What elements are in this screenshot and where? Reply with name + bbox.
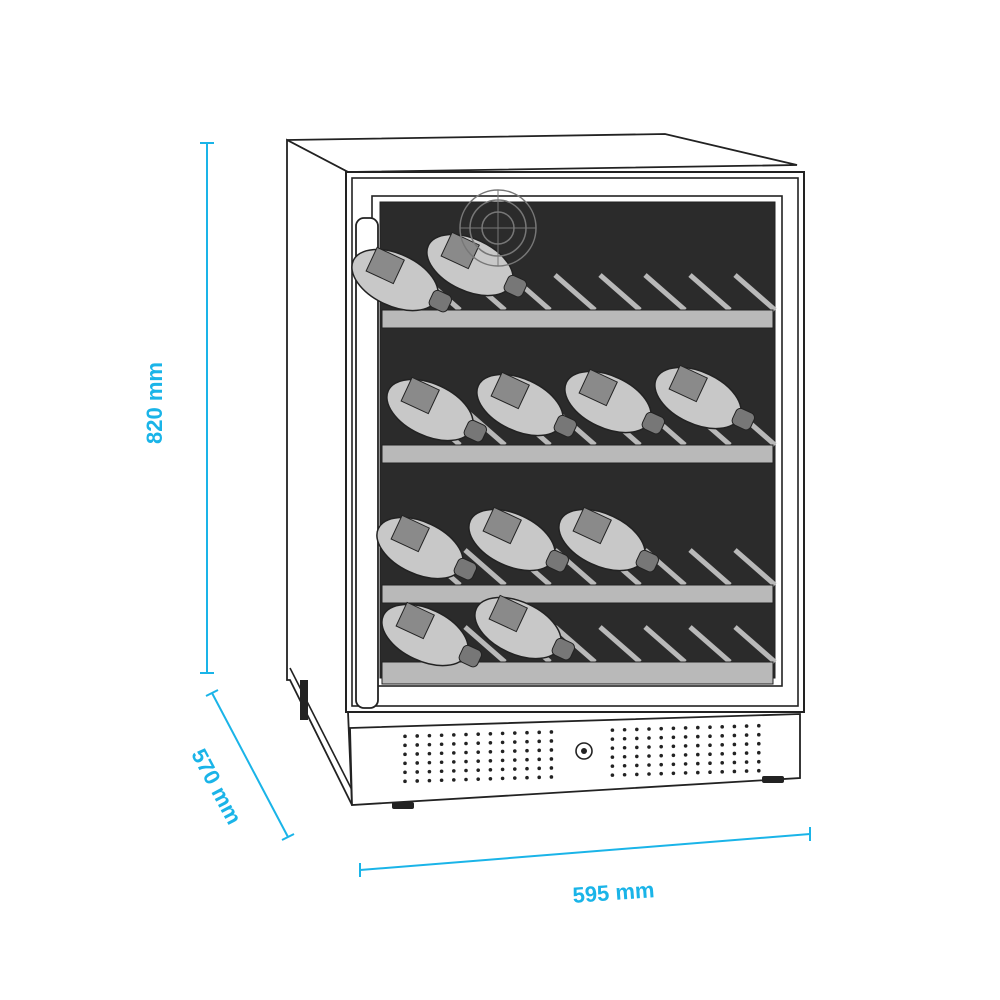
height-dimension: 820 mm bbox=[142, 142, 214, 674]
wine-bottle bbox=[468, 506, 570, 573]
front-foot-right bbox=[762, 776, 784, 783]
wine-bottle bbox=[426, 231, 528, 298]
depth-label: 570 mm bbox=[186, 744, 247, 828]
wine-bottle bbox=[654, 364, 756, 431]
depth-dimension: 570 mm bbox=[186, 689, 295, 841]
wine-bottle bbox=[564, 368, 666, 435]
door-handle[interactable] bbox=[355, 217, 379, 709]
wine-bottle bbox=[476, 371, 578, 438]
wine-bottle bbox=[381, 601, 483, 668]
rear-foot bbox=[300, 680, 308, 720]
wine-bottle bbox=[376, 514, 478, 581]
width-label: 595 mm bbox=[572, 877, 655, 908]
cabinet-top bbox=[286, 133, 798, 173]
vent-holes bbox=[403, 723, 761, 784]
lock-icon[interactable] bbox=[575, 742, 593, 760]
wine-bottle bbox=[558, 506, 660, 573]
fan-icon bbox=[459, 189, 537, 267]
cabinet-side bbox=[286, 138, 353, 806]
base-grille bbox=[349, 713, 801, 806]
width-dimension: 595 mm bbox=[359, 827, 811, 908]
wine-bottle bbox=[474, 594, 576, 661]
wine-cooler bbox=[286, 133, 805, 809]
wine-bottle bbox=[351, 246, 453, 313]
wine-bottle bbox=[386, 376, 488, 443]
front-foot-left bbox=[392, 802, 414, 809]
height-label: 820 mm bbox=[142, 362, 167, 444]
